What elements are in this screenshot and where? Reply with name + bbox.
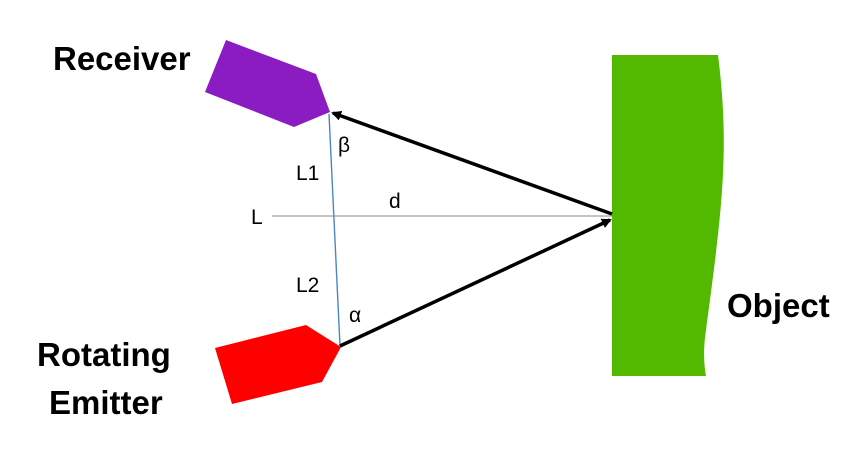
emitted-ray-arrow xyxy=(339,218,612,348)
l2-label: L2 xyxy=(296,274,319,297)
reflected-ray-arrow xyxy=(331,111,613,216)
emitter-label-line2: Emitter xyxy=(49,384,163,421)
l1-label: L1 xyxy=(296,162,319,185)
emitter-shape xyxy=(215,325,341,404)
beta-label: β xyxy=(338,134,350,157)
receiver-label: Receiver xyxy=(53,40,191,77)
d-label: d xyxy=(389,190,401,213)
emitter-label-line1: Rotating xyxy=(37,336,171,373)
object-shape xyxy=(612,55,724,376)
l-label: L xyxy=(251,206,263,229)
baseline-line xyxy=(328,113,341,347)
receiver-shape xyxy=(205,40,330,127)
alpha-label: α xyxy=(349,304,361,327)
object-label: Object xyxy=(727,287,830,324)
